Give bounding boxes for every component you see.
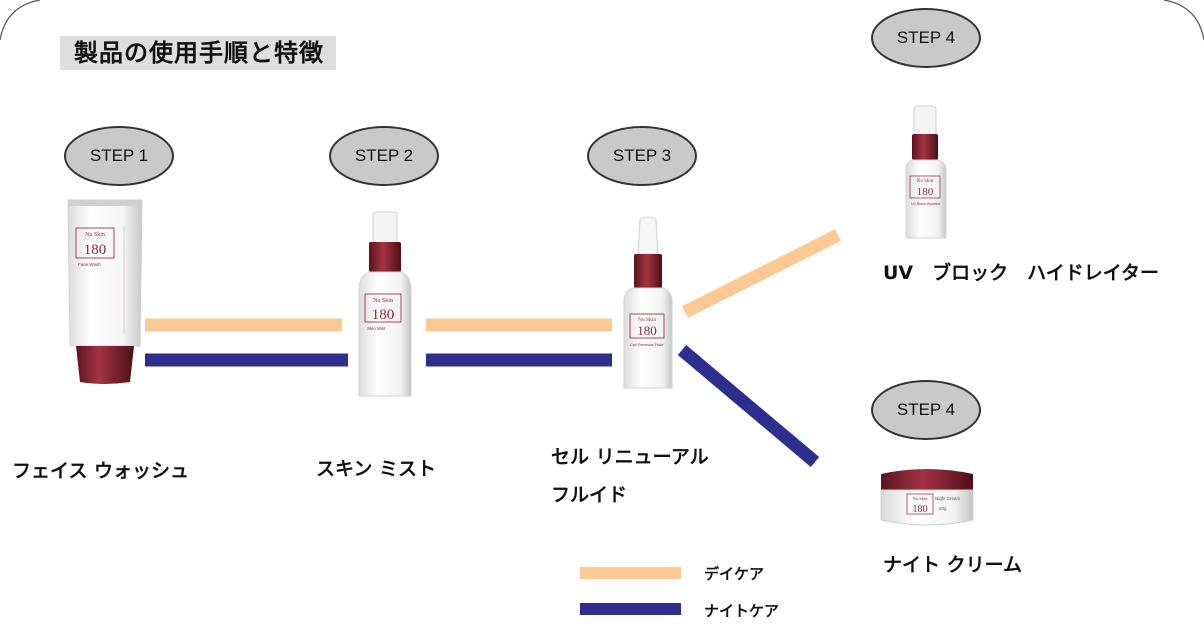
face-wash-package-label: Face Wash	[78, 262, 101, 267]
uv-block-number-text: 180	[917, 186, 934, 198]
skin-mist-package-label: Skin Mist	[367, 326, 386, 331]
face-wash-label: フェイス ウォッシュ	[12, 460, 190, 482]
legend-day-label: デイケア	[704, 565, 765, 583]
skin-mist-brand-text: Nu Skin	[373, 298, 393, 304]
night-cream-number-text: 180	[913, 504, 928, 515]
skin-mist-bottle-image: Nu Skin 180 Skin Mist	[358, 211, 412, 397]
face-wash-brand-text: Nu Skin	[85, 232, 105, 238]
day-line-step3-uv	[682, 229, 841, 318]
cell-renewal-fluid-label-line2: フルイド	[551, 484, 628, 506]
face-wash-number-text: 180	[84, 242, 107, 258]
legend-day-swatch	[580, 567, 681, 579]
face-wash-tube-image: Nu Skin 180 Face Wash	[67, 199, 143, 384]
night-cream-package-label: Night Cream	[935, 496, 961, 501]
night-cream-jar-image: Nu Skin 180 Night Cream 50g	[880, 469, 974, 526]
step-4-day-badge: STEP 4	[871, 8, 981, 68]
cell-fluid-brand-text: Nu Skin	[638, 317, 656, 323]
uv-block-brand-text: Nu Skin	[917, 179, 934, 184]
cell-fluid-package-label: Cell Renewal Fluid	[630, 342, 663, 347]
step-4-night-badge: STEP 4	[871, 380, 981, 440]
night-line-step3-cream	[677, 345, 820, 467]
uv-block-bottle-image: Nu Skin 180 UV Block Hydrator	[905, 105, 947, 239]
uv-block-package-label: UV Block Hydrator	[911, 202, 941, 206]
cell-renewal-fluid-bottle-image: Nu Skin 180 Cell Renewal Fluid	[623, 216, 673, 389]
cell-renewal-fluid-label-line1: セル リニューアル	[551, 446, 709, 468]
page-title: 製品の使用手順と特徴	[60, 36, 336, 70]
skin-mist-label: スキン ミスト	[316, 458, 437, 480]
step-2-badge: STEP 2	[329, 126, 439, 186]
cell-fluid-number-text: 180	[637, 323, 657, 338]
legend-night-swatch	[580, 603, 681, 615]
night-cream-brand-text: Nu Skin	[913, 496, 929, 501]
night-cream-size-label: 50g	[939, 506, 947, 511]
step-1-badge: STEP 1	[64, 126, 174, 186]
skin-mist-number-text: 180	[372, 307, 395, 323]
step-3-badge: STEP 3	[587, 126, 697, 186]
legend-night-label: ナイトケア	[704, 602, 780, 620]
night-cream-label: ナイト クリーム	[883, 554, 1023, 576]
uv-block-label: UV ブロック ハイドレイター	[883, 262, 1159, 284]
